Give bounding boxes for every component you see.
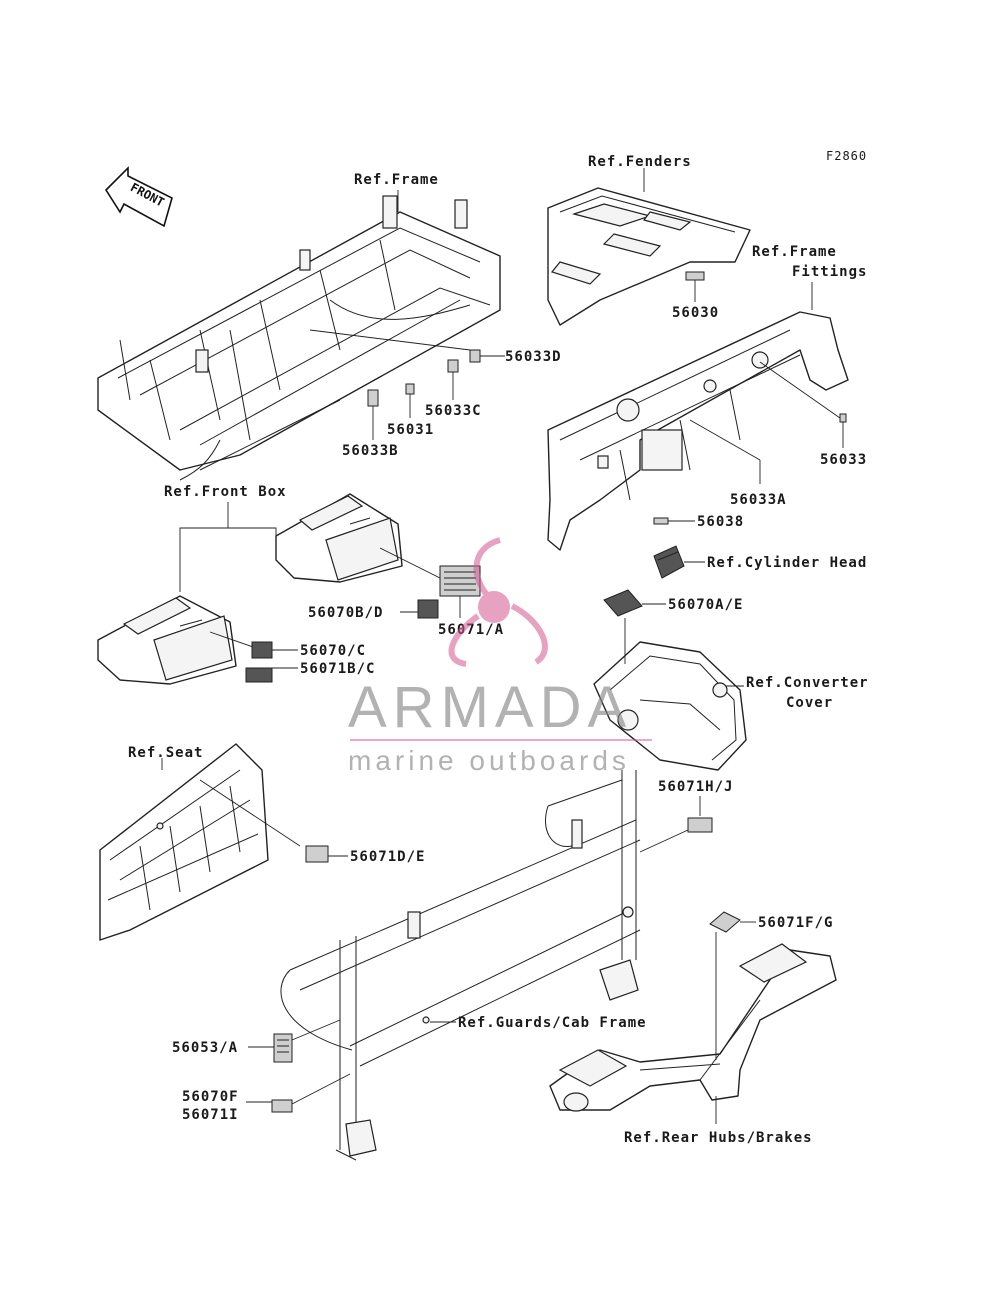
part-56030: 56030 xyxy=(672,305,719,321)
decal-56070BD xyxy=(417,599,439,619)
decal-56033B xyxy=(367,389,379,407)
decal-56033 xyxy=(839,413,847,423)
ref-guards-label: Ref.Guards/Cab Frame xyxy=(458,1015,647,1031)
watermark-tagline: marine outboards xyxy=(348,745,630,776)
decal-56038 xyxy=(653,517,669,525)
part-56071DE: 56071D/E xyxy=(350,849,425,865)
decal-56071BC xyxy=(245,667,273,683)
ref-frame-fittings-label-1: Ref.Frame xyxy=(752,244,837,260)
rear-hubs-illustration xyxy=(549,943,837,1112)
converter-cover-illustration xyxy=(593,641,747,771)
cab-frame-illustration xyxy=(280,770,641,1161)
decal-56053A xyxy=(273,1033,293,1063)
decal-56070F xyxy=(271,1099,293,1113)
ref-seat-label: Ref.Seat xyxy=(128,745,203,761)
part-56033A: 56033A xyxy=(730,492,787,508)
decal-56030 xyxy=(685,271,705,281)
part-56033B: 56033B xyxy=(342,443,399,459)
decal-56071FG xyxy=(709,911,741,933)
part-56071BC: 56071B/C xyxy=(300,661,375,677)
ref-front-box-label: Ref.Front Box xyxy=(164,484,287,500)
decal-56031 xyxy=(405,383,415,395)
decal-56071HJ xyxy=(687,817,713,833)
part-56070C: 56070/C xyxy=(300,643,366,659)
part-56031: 56031 xyxy=(387,422,434,438)
part-56038: 56038 xyxy=(697,514,744,530)
ref-converter-cover-label-2: Cover xyxy=(786,695,833,711)
ref-frame-label: Ref.Frame xyxy=(354,172,439,188)
armada-logo-icon xyxy=(448,537,548,667)
figure-code: F2860 xyxy=(826,149,867,163)
part-56070AE: 56070A/E xyxy=(668,597,743,613)
decal-56071DE xyxy=(305,845,329,863)
part-56033: 56033 xyxy=(820,452,867,468)
fenders-illustration xyxy=(547,187,751,326)
frame-fittings-illustration xyxy=(547,311,849,551)
seat-illustration xyxy=(99,743,269,941)
frame-illustration xyxy=(97,195,501,481)
ref-cylinder-head-label: Ref.Cylinder Head xyxy=(707,555,867,571)
ref-converter-cover-label-1: Ref.Converter xyxy=(746,675,869,691)
front-box-lower-illustration xyxy=(97,595,237,685)
part-56071FG: 56071F/G xyxy=(758,915,833,931)
cylinder-head-illustration xyxy=(653,545,685,579)
part-56033D: 56033D xyxy=(505,349,562,365)
ref-fenders-label: Ref.Fenders xyxy=(588,154,692,170)
watermark-brand: ARMADA xyxy=(348,675,632,740)
decal-56033C xyxy=(447,359,459,373)
part-56071HJ: 56071H/J xyxy=(658,779,733,795)
part-56070F: 56070F xyxy=(182,1089,239,1105)
decal-56070AE xyxy=(603,589,643,617)
front-box-upper-illustration xyxy=(275,493,403,583)
decal-56070C xyxy=(251,641,273,659)
part-56070BD: 56070B/D xyxy=(308,605,383,621)
part-56071I: 56071I xyxy=(182,1107,239,1123)
part-56053A: 56053/A xyxy=(172,1040,238,1056)
decal-56033D xyxy=(469,349,481,363)
part-56071A: 56071/A xyxy=(438,622,504,638)
front-arrow-icon: FRONT xyxy=(104,166,173,228)
ref-rear-hubs-label: Ref.Rear Hubs/Brakes xyxy=(624,1130,813,1146)
ref-frame-fittings-label-2: Fittings xyxy=(792,264,867,280)
part-56033C: 56033C xyxy=(425,403,482,419)
